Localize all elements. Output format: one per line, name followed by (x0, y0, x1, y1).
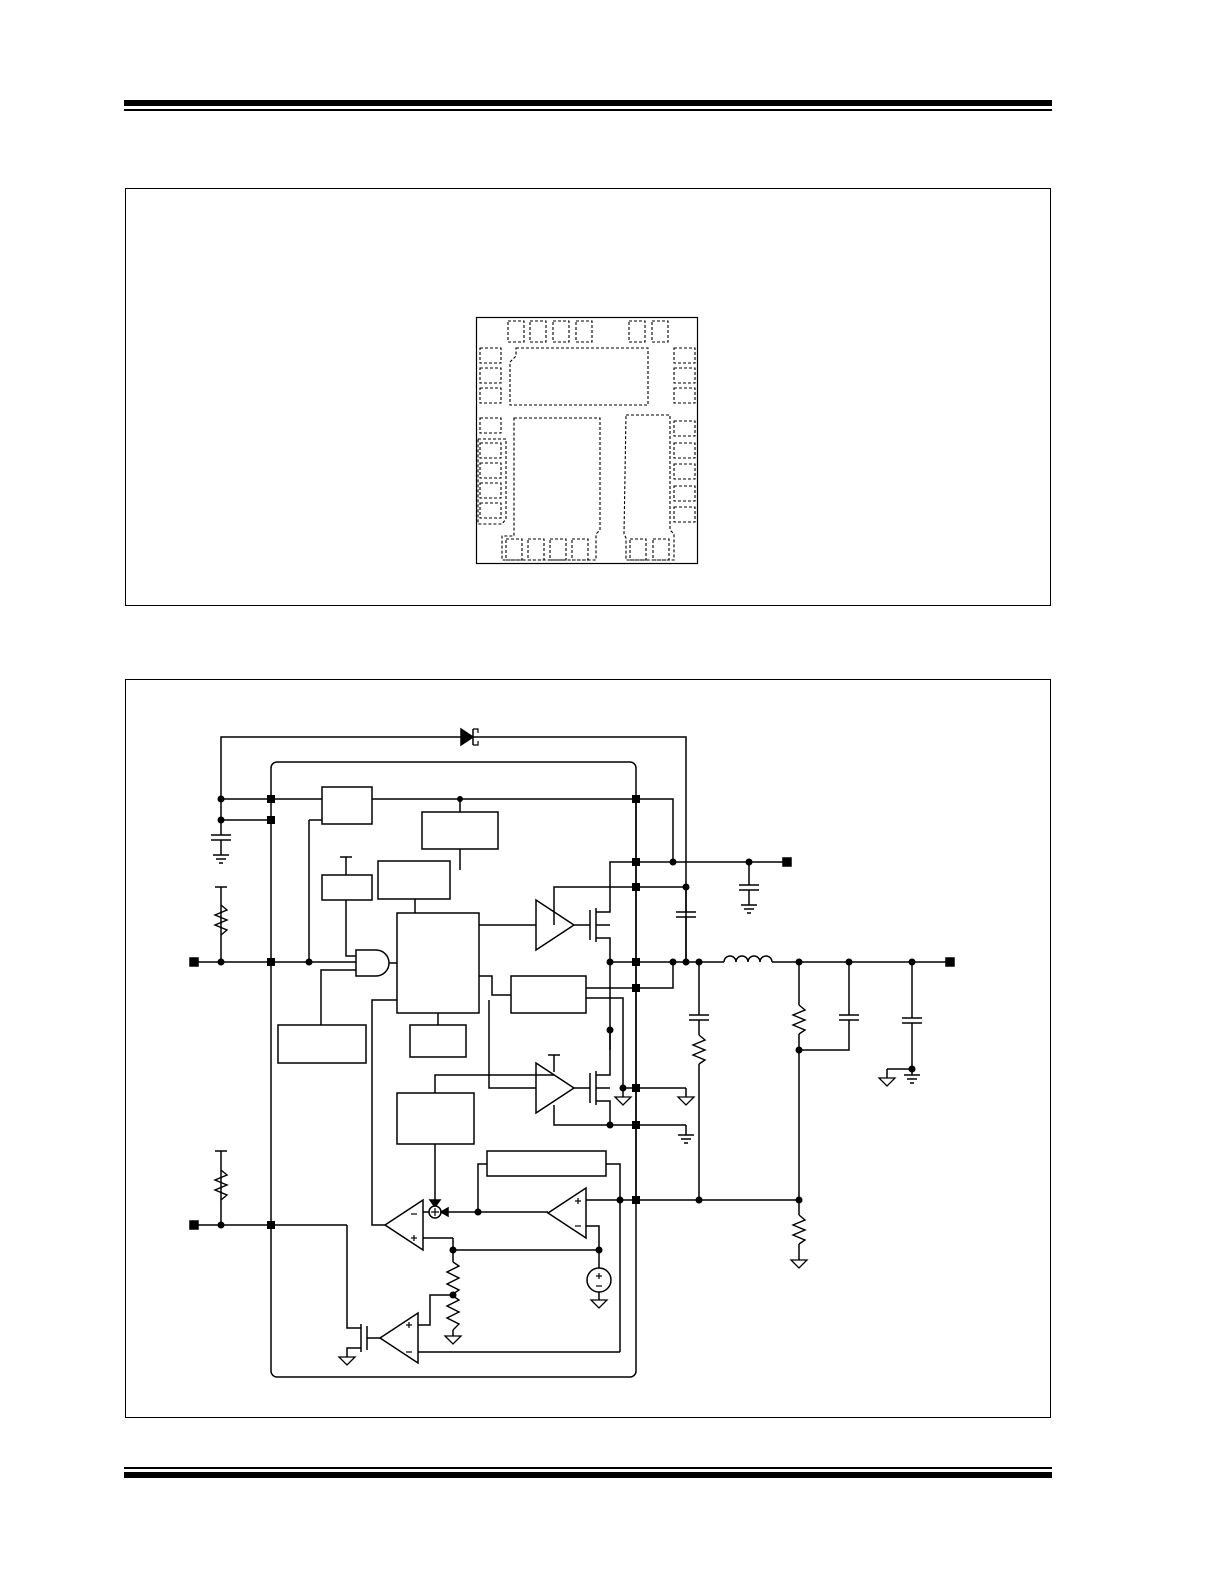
pad (629, 538, 647, 561)
and-gate (355, 949, 390, 977)
pad (571, 538, 589, 561)
inductor (723, 955, 773, 963)
pad (479, 502, 502, 519)
resistor-snubber (691, 1034, 707, 1065)
error-amplifier (383, 1198, 424, 1252)
pin-en (189, 957, 199, 967)
pad (479, 367, 502, 384)
block-enable (277, 1024, 367, 1064)
header-rule-thin (124, 109, 1052, 111)
pad (479, 417, 502, 434)
ic-pins (267, 795, 640, 1229)
pad (479, 462, 502, 479)
pad (628, 320, 646, 343)
functional-block-diagram (189, 727, 955, 1378)
figure-frame-package (125, 188, 1051, 606)
resistor-pg-pullup (213, 1169, 229, 1201)
pad (479, 347, 502, 364)
pad (505, 538, 523, 561)
pad (673, 442, 696, 459)
pad (479, 387, 502, 404)
resistor-en-pullup (213, 904, 229, 936)
pad (575, 320, 593, 343)
package-outline (475, 316, 699, 565)
exposed-pad-left (501, 417, 601, 561)
pad (549, 538, 567, 561)
pad (652, 538, 670, 561)
pad (527, 538, 545, 561)
reference-source (586, 1267, 612, 1293)
resistor-divider-top (445, 1261, 461, 1295)
block-uvlo (321, 874, 373, 901)
pad (673, 506, 696, 523)
ic-boundary (270, 761, 637, 1378)
pg-comparator (378, 1311, 419, 1365)
resistor-fb-bottom (791, 1214, 807, 1245)
block-current-sense (510, 975, 587, 1014)
block-control-logic (396, 912, 480, 1014)
pad (673, 367, 696, 384)
block-soft-start (409, 1024, 467, 1058)
polarity-marks (406, 1198, 602, 1353)
pad (479, 482, 502, 499)
pad (673, 485, 696, 502)
pad-group-left (477, 438, 507, 525)
feedback-amplifier (546, 1186, 587, 1240)
block-compensation (486, 1150, 607, 1177)
pad (552, 320, 570, 343)
footer-rule-thin (124, 1467, 1052, 1469)
pin-pg (189, 1220, 199, 1230)
pad (673, 387, 696, 404)
header-rule-thick (124, 100, 1052, 106)
junction-dots (217, 795, 916, 1299)
figure-frame-block-diagram (125, 679, 1051, 1418)
pad (507, 320, 525, 343)
package-footprint (475, 316, 699, 565)
resistor-divider-bottom (445, 1295, 461, 1331)
block-pwm (396, 1092, 475, 1145)
driver-low-side (535, 1061, 576, 1115)
block-osc (377, 860, 451, 900)
driver-high-side (535, 898, 576, 952)
pad (673, 347, 696, 364)
exposed-pad-top (509, 347, 649, 406)
pad (529, 320, 547, 343)
pad (673, 463, 696, 480)
pad (651, 320, 669, 343)
exposed-pad-right (623, 414, 675, 561)
pad (479, 442, 502, 459)
bootstrap-diode (460, 727, 475, 747)
block-ldo (321, 786, 373, 825)
pin-vin (782, 857, 792, 867)
resistor-fb-top (791, 1004, 807, 1035)
block-top-center (421, 811, 499, 850)
pad (673, 420, 696, 437)
pin-vout (945, 957, 955, 967)
footer-rule-thick (124, 1472, 1052, 1478)
